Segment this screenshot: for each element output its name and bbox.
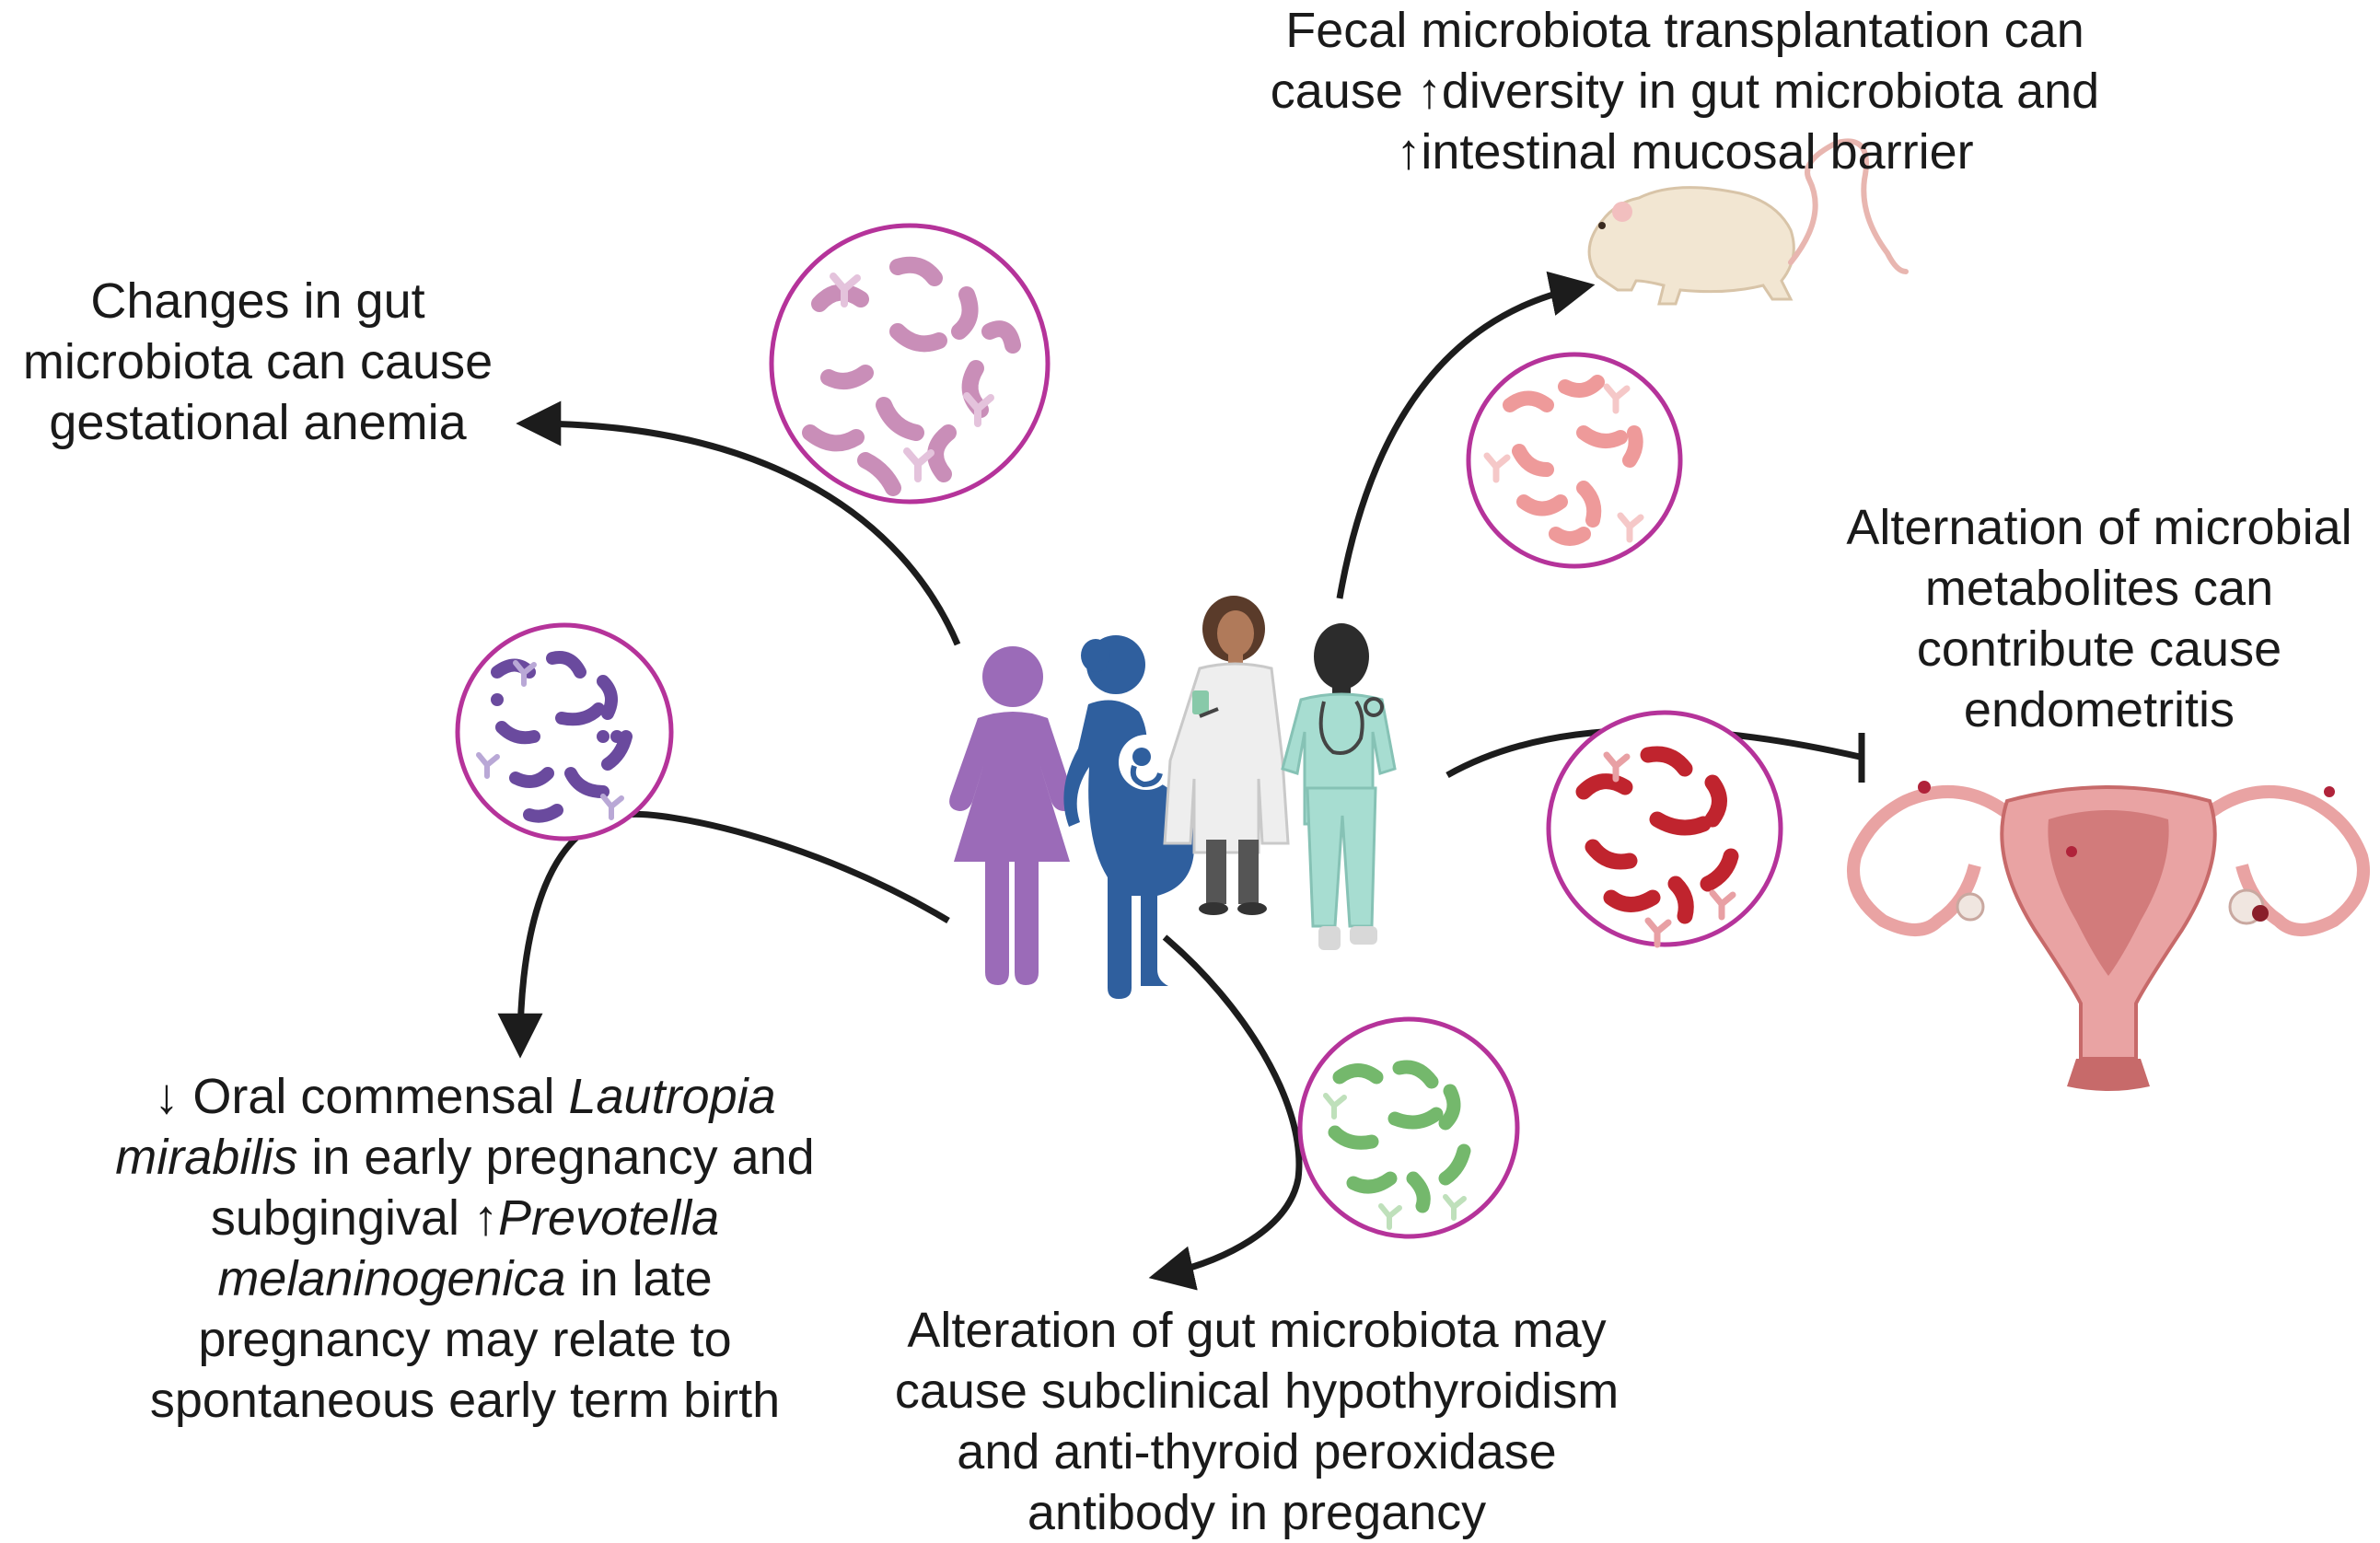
arrow-to-oral bbox=[497, 811, 950, 1059]
caption-thyroid: Alteration of gut microbiota may cause s… bbox=[852, 1300, 1662, 1543]
caption-oral-line-4: melaninogenica in late bbox=[87, 1248, 842, 1309]
caption-oral-line-4-text: in late bbox=[565, 1251, 713, 1306]
caption-fecal-transplantation: Fecal microbiota transplantation can cau… bbox=[1202, 0, 2168, 182]
nurse-icon bbox=[1281, 623, 1397, 950]
caption-oral-line-5: pregnancy may relate to bbox=[198, 1312, 732, 1367]
arrow-to-anemia bbox=[516, 400, 961, 646]
caption-endometritis-line-4: endometritis bbox=[1963, 682, 2235, 737]
caption-anemia-line-1: Changes in gut bbox=[90, 273, 425, 329]
caption-oral-line-3-text: subgingival ↑ bbox=[210, 1190, 499, 1246]
caption-fecal-line-1: Fecal microbiota transplantation can bbox=[1285, 3, 2084, 58]
bacteria-circle-red bbox=[1546, 710, 1783, 948]
bacteria-circle-pink bbox=[1466, 352, 1683, 569]
caption-endometritis: Alternation of microbial metabolites can… bbox=[1805, 497, 2380, 740]
caption-endometritis-line-3: contribute cause bbox=[1916, 621, 2282, 677]
caption-oral-line-3: subgingival ↑Prevotella bbox=[87, 1188, 842, 1248]
taxon-melaninogenica: melaninogenica bbox=[217, 1251, 566, 1306]
caption-oral-line-2: mirabilis in early pregnancy and bbox=[87, 1127, 842, 1188]
people-group-icon bbox=[949, 596, 1397, 999]
caption-endometritis-line-1: Alternation of microbial bbox=[1846, 500, 2352, 555]
arrow-to-mouse bbox=[1336, 271, 1596, 599]
woman-icon bbox=[949, 646, 1074, 985]
caption-anemia-line-2: microbiota can cause bbox=[22, 334, 493, 389]
uterus-icon bbox=[1847, 781, 2370, 1091]
caption-oral-line-1-text: ↓ Oral commensal bbox=[154, 1069, 569, 1124]
caption-oral-line-2-text: in early pregnancy and bbox=[297, 1130, 815, 1185]
mouse-icon bbox=[1587, 138, 1909, 306]
caption-oral-line-1: ↓ Oral commensal Lautropia bbox=[87, 1066, 842, 1127]
caption-fecal-line-2: cause ↑diversity in gut microbiota and bbox=[1270, 64, 2100, 119]
caption-anemia-line-3: gestational anemia bbox=[49, 395, 467, 450]
taxon-lautropia: Lautropia bbox=[568, 1069, 776, 1124]
pregnant-woman-icon bbox=[1063, 635, 1195, 999]
caption-thyroid-line-2: cause subclinical hypothyroidism bbox=[894, 1363, 1620, 1419]
caption-oral-microbiota: ↓ Oral commensal Lautropia mirabilis in … bbox=[87, 1066, 842, 1431]
caption-thyroid-line-1: Alteration of gut microbiota may bbox=[907, 1303, 1607, 1358]
caption-fecal-line-3: ↑intestinal mucosal barrier bbox=[1396, 124, 1974, 180]
bacteria-circle-mauve bbox=[769, 223, 1051, 505]
caption-thyroid-line-4: antibody in pregancy bbox=[1027, 1485, 1487, 1540]
taxon-mirabilis: mirabilis bbox=[115, 1130, 298, 1185]
arrow-to-thyroid bbox=[1148, 934, 1303, 1291]
bacteria-circle-purple bbox=[455, 622, 674, 841]
taxon-prevotella: Prevotella bbox=[498, 1190, 720, 1246]
bacteria-circle-green bbox=[1297, 1016, 1520, 1239]
caption-oral-line-6: spontaneous early term birth bbox=[149, 1373, 781, 1428]
caption-gestational-anemia: Changes in gut microbiota can cause gest… bbox=[0, 271, 516, 453]
caption-thyroid-line-3: and anti-thyroid peroxidase bbox=[957, 1424, 1557, 1479]
doctor-icon bbox=[1163, 596, 1290, 915]
caption-endometritis-line-2: metabolites can bbox=[1924, 561, 2274, 616]
